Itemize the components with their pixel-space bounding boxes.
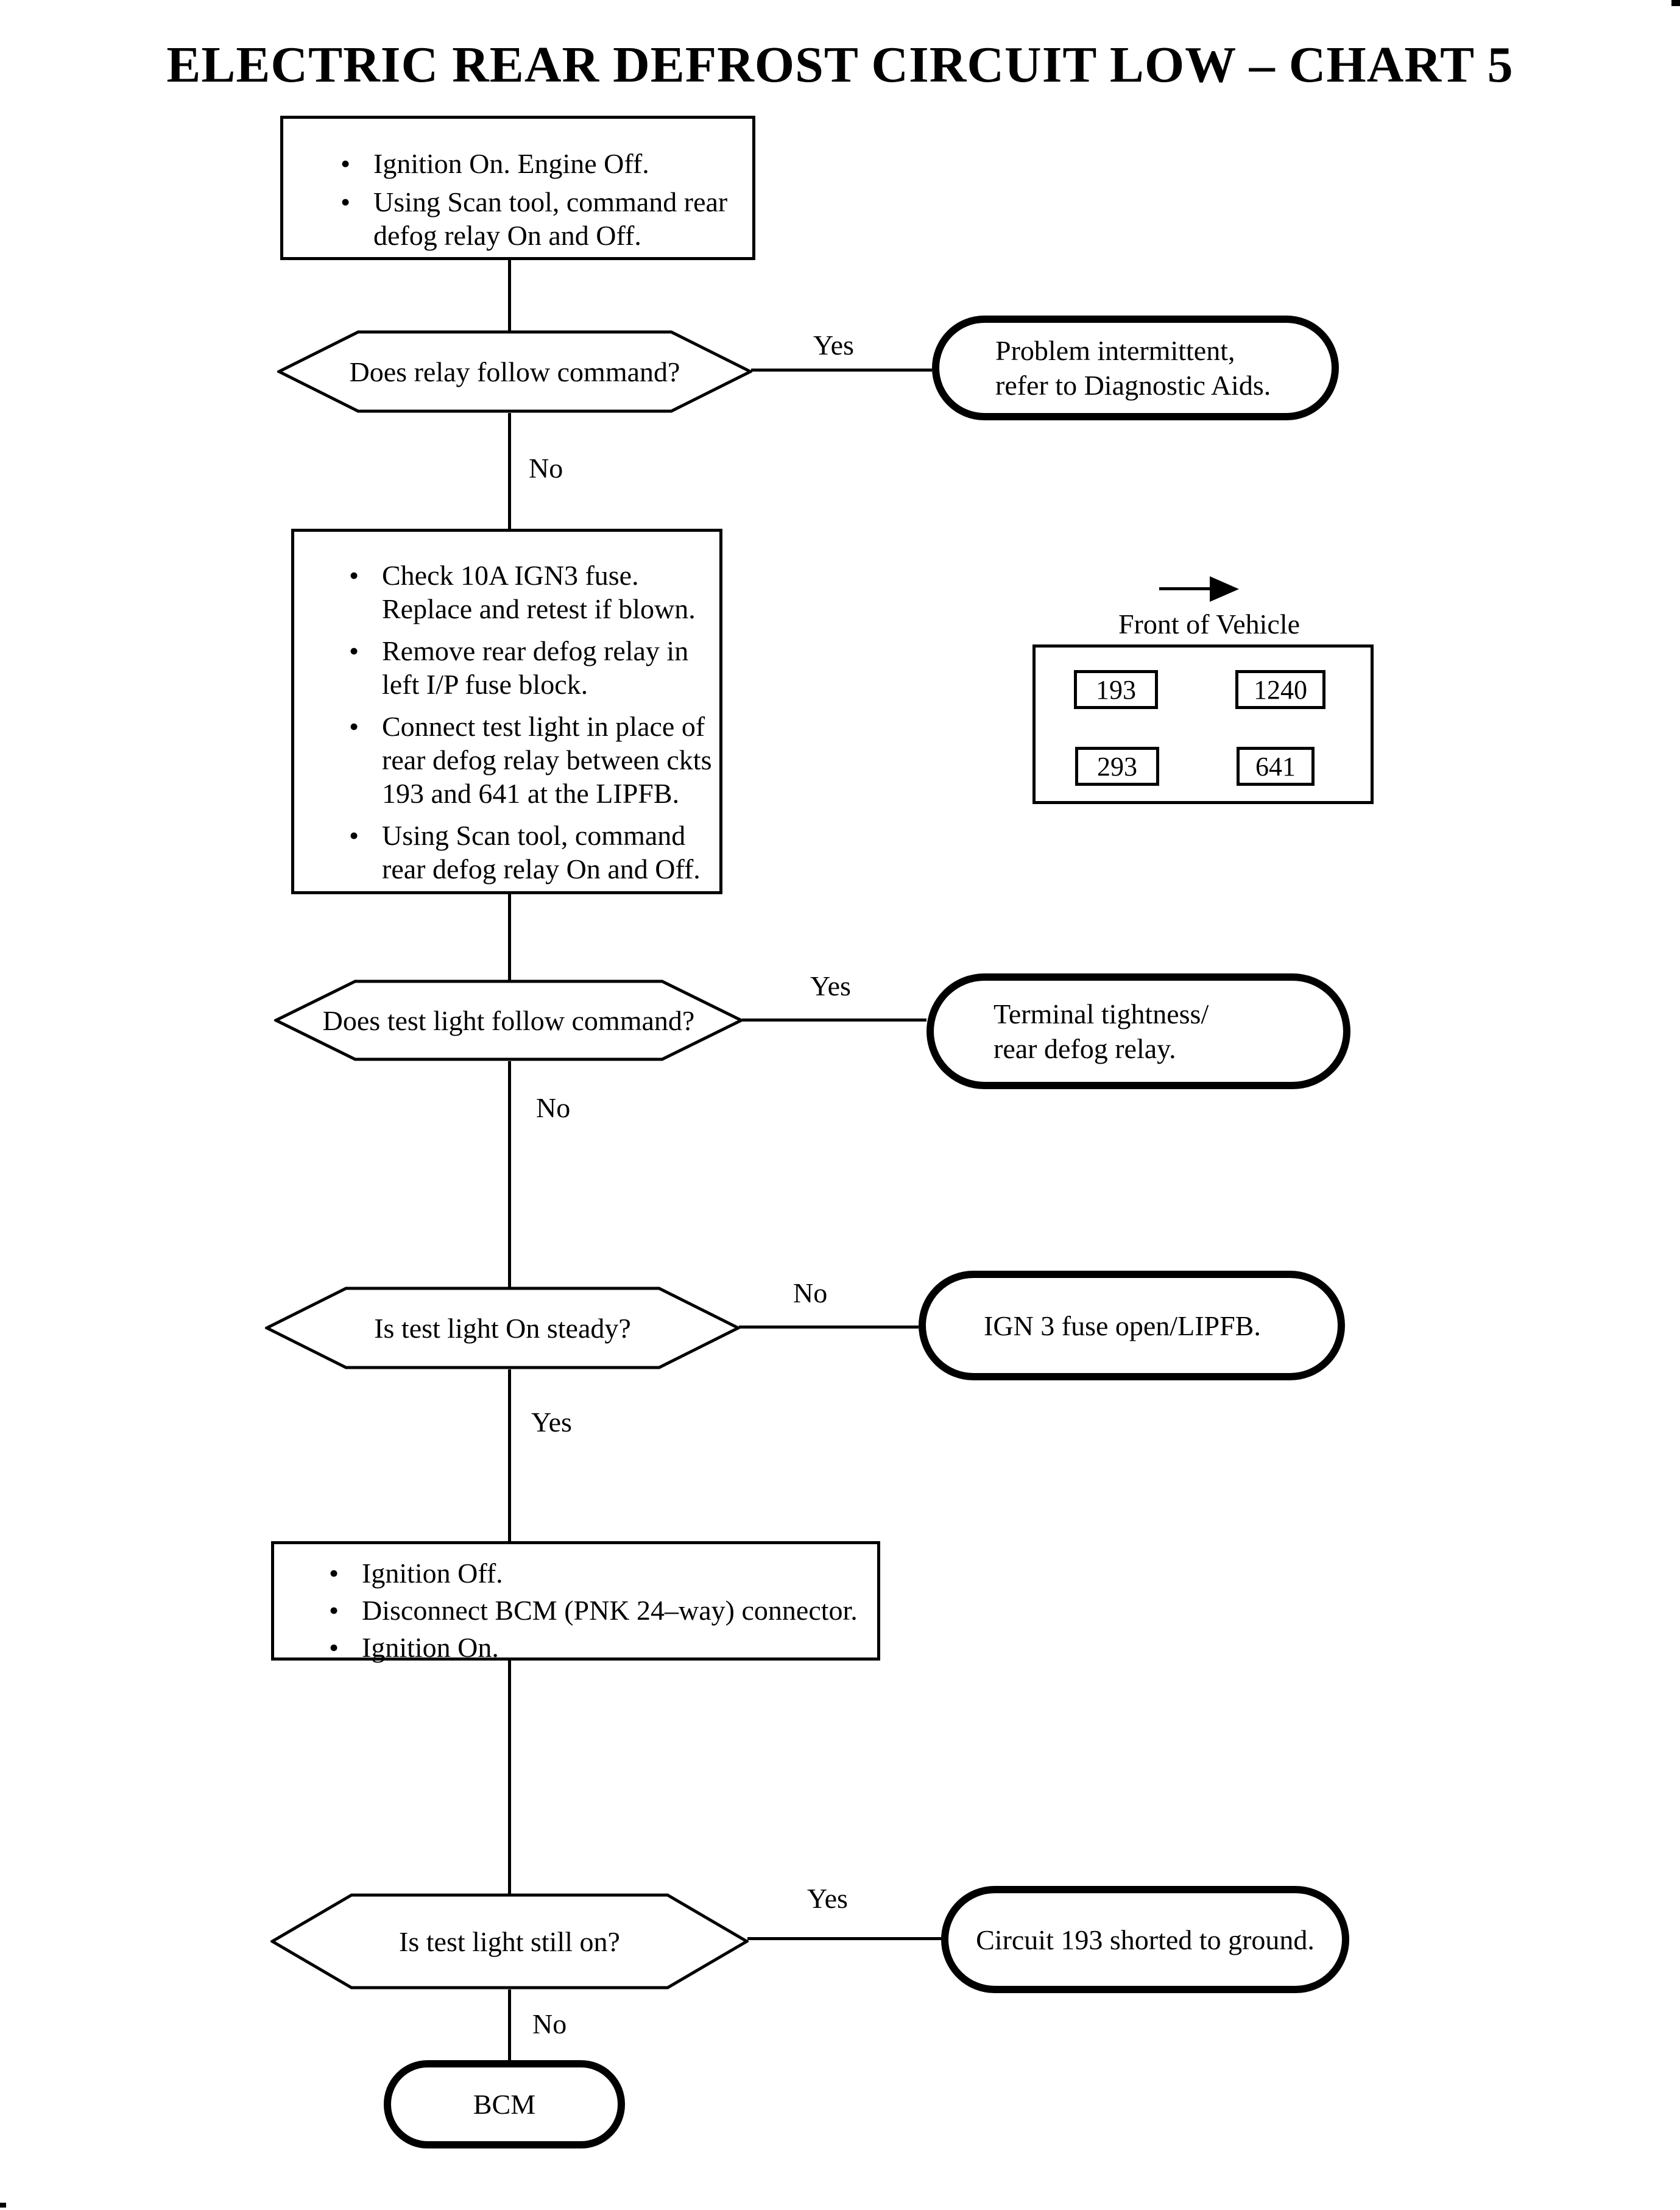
branch-label-yes: Yes [807, 1883, 848, 1914]
check-step-3: Connect test light in place of rear defo… [382, 711, 712, 809]
list-item: • Remove rear defog relay in left I/P fu… [326, 634, 712, 701]
list-item: • Check 10A IGN3 fuse. Replace and retes… [326, 559, 712, 626]
check-fuse-box: • Check 10A IGN3 fuse. Replace and retes… [291, 529, 722, 894]
scan-artifact [0, 2203, 6, 2208]
hexagon-shape [274, 980, 743, 1061]
bullet-icon: • [328, 1558, 339, 1589]
list-item: • Connect test light in place of rear de… [326, 710, 712, 810]
bullet-icon: • [340, 148, 351, 179]
check-step-2: Remove rear defog relay in left I/P fuse… [382, 635, 689, 700]
fuse-cell-293: 293 [1075, 747, 1159, 786]
decision-testlight-follow-command: Does test light follow command? [274, 980, 743, 1061]
branch-label-no: No [532, 2008, 567, 2039]
terminator-bcm: BCM [384, 2060, 625, 2148]
list-item: • Disconnect BCM (PNK 24–way) connector. [306, 1594, 870, 1627]
decision-label: Does relay follow command? [349, 356, 680, 387]
hexagon-shape [265, 1287, 740, 1369]
branch-label-yes: Yes [531, 1407, 572, 1438]
bullet-icon: • [328, 1595, 339, 1626]
connector-line [508, 1369, 511, 1541]
branch-label-yes: Yes [813, 330, 854, 361]
connector-line [508, 1061, 511, 1288]
check-step-1: Check 10A IGN3 fuse. Replace and retest … [382, 560, 696, 624]
bcm-step-2: Disconnect BCM (PNK 24–way) connector. [362, 1595, 858, 1626]
list-item: • Using Scan tool, command rear defog re… [317, 185, 738, 252]
list-item: • Ignition On. [306, 1631, 870, 1664]
terminator-terminal-tightness: Terminal tightness/ rear defog relay. [926, 973, 1350, 1089]
bullet-icon: • [340, 186, 351, 217]
bcm-step-3: Ignition On. [362, 1632, 499, 1663]
hexagon-shape [270, 1893, 749, 1989]
bullet-icon: • [348, 560, 359, 591]
check-step-4: Using Scan tool, command rear defog rela… [382, 820, 701, 884]
branch-label-no: No [536, 1092, 571, 1123]
connector-line [508, 1989, 511, 2060]
bullet-icon: • [348, 711, 359, 742]
terminator-problem-intermittent: Problem intermittent, refer to Diagnosti… [932, 316, 1339, 420]
decision-label: Is test light still on? [399, 1926, 620, 1957]
list-item: • Ignition On. Engine Off. [317, 147, 738, 180]
start-step-2: Using Scan tool, command rear defog rela… [373, 186, 728, 251]
terminator-text: IGN 3 fuse open/LIPFB. [984, 1310, 1261, 1341]
bullet-icon: • [348, 820, 359, 851]
connector-line [742, 1019, 926, 1022]
start-box: • Ignition On. Engine Off. • Using Scan … [280, 116, 755, 260]
connector-line [747, 1937, 941, 1940]
list-item: • Ignition Off. [306, 1556, 870, 1590]
connector-line [751, 369, 932, 372]
branch-label-no: No [529, 453, 563, 484]
bcm-disconnect-box: • Ignition Off. • Disconnect BCM (PNK 24… [271, 1541, 880, 1664]
branch-label-no: No [793, 1277, 828, 1308]
list-item: • Using Scan tool, command rear defog re… [326, 819, 712, 886]
decision-testlight-still-on: Is test light still on? [270, 1893, 749, 1989]
fuse-cell-1240: 1240 [1235, 670, 1325, 709]
terminator-text: BCM [473, 2089, 536, 2120]
decision-relay-follow-command: Does relay follow command? [277, 330, 752, 413]
fuse-cell-193: 193 [1074, 670, 1158, 709]
terminator-text: Circuit 193 shorted to ground. [976, 1924, 1315, 1955]
bcm-step-1: Ignition Off. [362, 1558, 503, 1589]
decision-label: Does test light follow command? [322, 1004, 695, 1036]
bullet-icon: • [328, 1632, 339, 1663]
terminator-text: Terminal tightness/ rear defog relay. [994, 998, 1209, 1064]
hexagon-shape [277, 330, 752, 413]
decision-testlight-on-steady: Is test light On steady? [265, 1287, 740, 1369]
terminator-circuit-193-shorted: Circuit 193 shorted to ground. [941, 1886, 1349, 1993]
start-step-1: Ignition On. Engine Off. [373, 148, 649, 179]
connector-line [508, 894, 511, 981]
decision-label: Is test light On steady? [374, 1312, 631, 1344]
page-title: ELECTRIC REAR DEFROST CIRCUIT LOW – CHAR… [166, 37, 1514, 93]
terminator-ign3-fuse-open: IGN 3 fuse open/LIPFB. [919, 1271, 1345, 1380]
arrow-head-icon [1210, 576, 1239, 602]
front-of-vehicle-caption: Front of Vehicle [1118, 609, 1301, 640]
front-of-vehicle-arrow-icon [1159, 587, 1213, 590]
bullet-icon: • [348, 635, 359, 666]
terminator-text: Problem intermittent, refer to Diagnosti… [995, 335, 1271, 401]
scan-artifact [1671, 0, 1680, 6]
connector-line [739, 1326, 919, 1329]
branch-label-yes: Yes [810, 970, 851, 1001]
connector-line [508, 1661, 511, 1894]
connector-line [508, 260, 511, 332]
connector-line [508, 413, 511, 529]
fuse-cell-641: 641 [1237, 747, 1315, 786]
